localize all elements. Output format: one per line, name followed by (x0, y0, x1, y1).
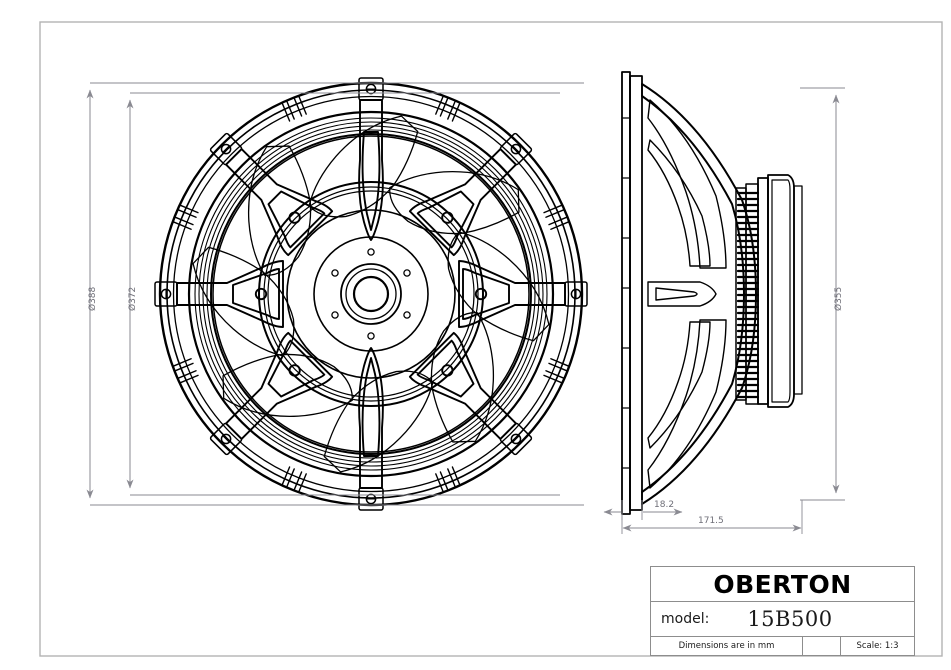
side-basket-struts (647, 99, 727, 489)
units-note: Dimensions are in mm (651, 637, 803, 655)
basket-windows (192, 115, 550, 473)
mounting-tabs (154, 77, 588, 511)
dim-front-bolt-circle-diameter: Ø372 (128, 286, 138, 311)
brand-name: OBERTON (713, 569, 852, 599)
model-label: model: (661, 611, 710, 628)
side-view (621, 71, 803, 515)
dim-flange-thickness: 18.2 (654, 500, 675, 510)
side-flange (621, 71, 643, 515)
basket-spokes (176, 99, 566, 489)
dim-side-motor-diameter: Ø355 (834, 286, 844, 311)
center-screw-holes (331, 248, 411, 340)
model-value: 15B500 (747, 607, 833, 632)
title-block-notes-row: Dimensions are in mm Scale: 1:3 (651, 637, 914, 655)
title-block-model-row: model: 15B500 (651, 602, 914, 638)
cone-surround (187, 110, 555, 478)
title-block: OBERTON model: 15B500 Dimensions are in … (650, 566, 915, 656)
scale-note: Scale: 1:3 (856, 641, 899, 652)
front-view (154, 77, 588, 511)
blank-note-cell (803, 637, 841, 655)
dim-overall-depth: 171.5 (698, 516, 724, 526)
dim-front-outer-diameter: Ø388 (88, 286, 98, 311)
title-block-brand-row: OBERTON (651, 567, 914, 603)
heatsink-fins (736, 191, 760, 399)
rim-notches (172, 95, 570, 493)
sheet-border (39, 21, 943, 657)
side-magnet (757, 174, 803, 408)
dimension-lines (86, 82, 845, 534)
